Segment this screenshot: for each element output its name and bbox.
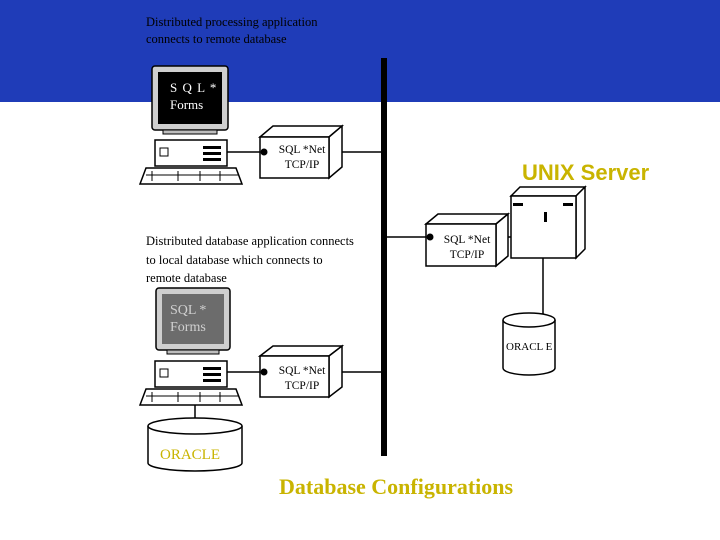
keyboard-top xyxy=(138,167,244,185)
net-top-line2: TCP/IP xyxy=(284,159,320,171)
net-box-bottom xyxy=(257,344,345,399)
net-label-server: SQL *Net TCP/IP xyxy=(432,233,502,263)
net-box-top xyxy=(257,124,345,180)
slide-title: Database Configurations xyxy=(279,474,514,499)
screen-top-line1: S Q L * xyxy=(170,80,218,95)
caption-distributed-processing: Distributed processing application conne… xyxy=(146,15,318,46)
unix-server-cabinet xyxy=(509,185,587,260)
net-bottom-line2: TCP/IP xyxy=(284,380,320,392)
local-database-cylinder xyxy=(147,417,243,472)
net-bottom-line1: SQL *Net xyxy=(278,365,326,377)
net-server-line2: TCP/IP xyxy=(449,249,485,261)
caption-distributed-database: Distributed database application connect… xyxy=(146,234,354,285)
screen-text-bottom: SQL * Forms xyxy=(170,302,206,336)
net-label-top: SQL *Net TCP/IP xyxy=(267,143,337,173)
screen-bottom-line1: SQL * xyxy=(170,303,207,318)
net-top-line1: SQL *Net xyxy=(278,144,326,156)
header-band xyxy=(0,0,720,102)
monitor-top xyxy=(151,65,229,135)
screen-bottom-line2: Forms xyxy=(170,320,206,335)
network-backbone xyxy=(381,58,387,456)
net-server-line1: SQL *Net xyxy=(443,234,491,246)
keyboard-bottom xyxy=(138,388,244,406)
unix-server-label: UNIX Server xyxy=(522,160,650,185)
screen-text-top: S Q L * Forms xyxy=(170,79,217,113)
cpu-bottom xyxy=(154,360,228,388)
net-label-bottom: SQL *Net TCP/IP xyxy=(267,364,337,394)
monitor-bottom xyxy=(155,287,231,355)
server-database-cylinder xyxy=(502,312,556,376)
screen-top-line2: Forms xyxy=(170,97,204,112)
net-box-server xyxy=(423,212,511,268)
server-database-label: ORACL E xyxy=(506,341,553,353)
local-database-label: ORACLE xyxy=(160,447,220,463)
cpu-top xyxy=(154,139,228,167)
